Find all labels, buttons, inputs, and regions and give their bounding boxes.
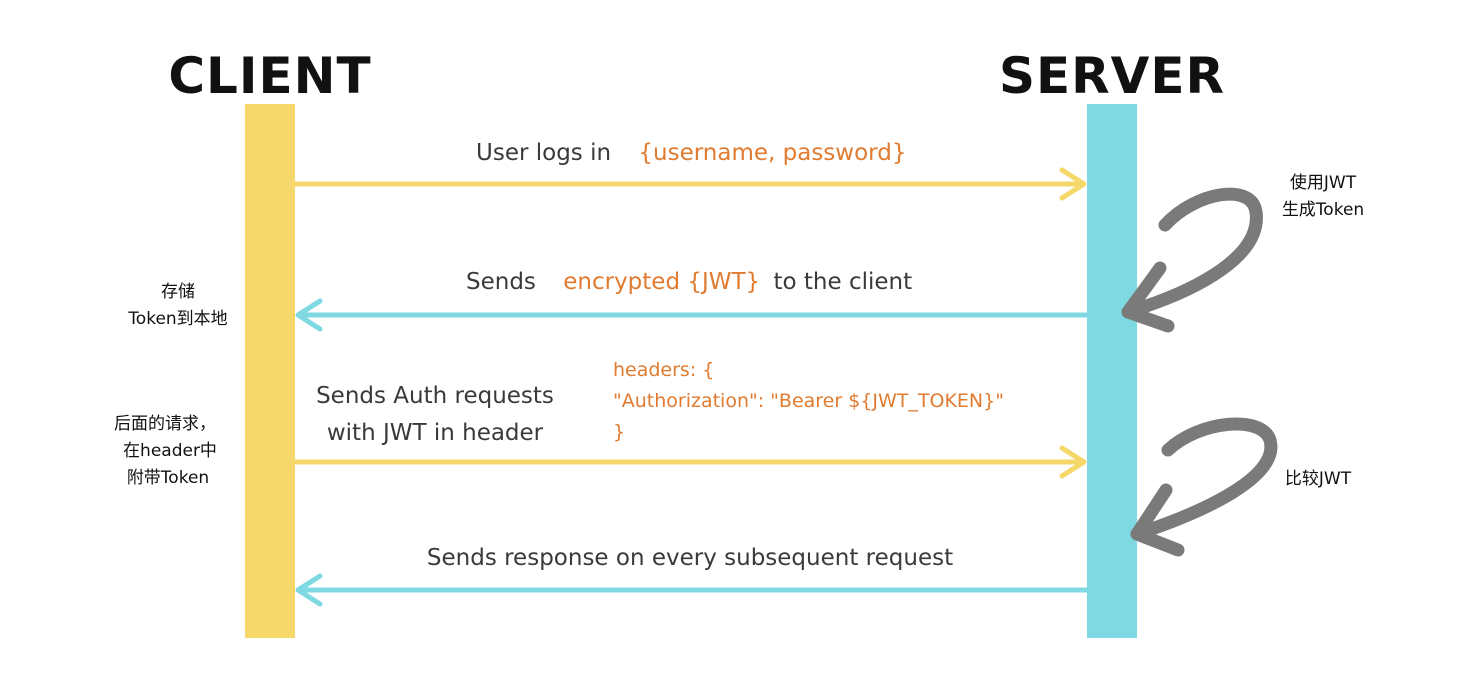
header-code-line2: "Authorization": "Bearer ${JWT_TOKEN}" — [613, 390, 1004, 412]
auth-request-label-line2: with JWT in header — [327, 420, 544, 446]
jwt-return-label-token: encrypted {JWT} — [563, 269, 760, 295]
server-compare-note-line1: 比较JWT — [1285, 469, 1352, 489]
jwt-return-label-suffix: to the client — [774, 269, 913, 295]
client-attach-note-line3: 附带Token — [127, 468, 209, 488]
client-title: CLIENT — [168, 47, 371, 105]
curved-arrow-icon — [1130, 417, 1278, 557]
jwt-return-label-prefix: Sends — [466, 269, 536, 295]
client-attach-note-line2: 在header中 — [123, 441, 217, 461]
header-code-line1: headers: { — [613, 359, 714, 381]
login-label-prefix: User logs in — [476, 140, 611, 166]
login-label: User logs in {username, password} — [476, 140, 906, 166]
login-label-credentials: {username, password} — [638, 140, 906, 166]
server-title: SERVER — [999, 47, 1225, 105]
auth-request-arrow — [292, 445, 1087, 479]
jwt-return-arrow — [295, 298, 1090, 332]
curved-arrow-icon — [1121, 187, 1263, 333]
server-lifeline — [1087, 104, 1137, 638]
client-attach-note-line1: 后面的请求， — [114, 414, 216, 434]
auth-request-label-line1: Sends Auth requests — [316, 383, 554, 409]
client-store-note-line2: Token到本地 — [127, 309, 227, 329]
response-arrow — [295, 573, 1090, 607]
client-lifeline — [245, 104, 295, 638]
jwt-return-label: Sends encrypted {JWT} to the client — [466, 269, 912, 295]
server-generate-note-line2: 生成Token — [1282, 200, 1364, 220]
response-label: Sends response on every subsequent reque… — [427, 545, 953, 571]
login-arrow — [292, 167, 1087, 201]
client-store-note-line1: 存储 — [161, 282, 195, 302]
header-code-line3: } — [613, 421, 625, 443]
server-generate-note-line1: 使用JWT — [1290, 172, 1357, 193]
